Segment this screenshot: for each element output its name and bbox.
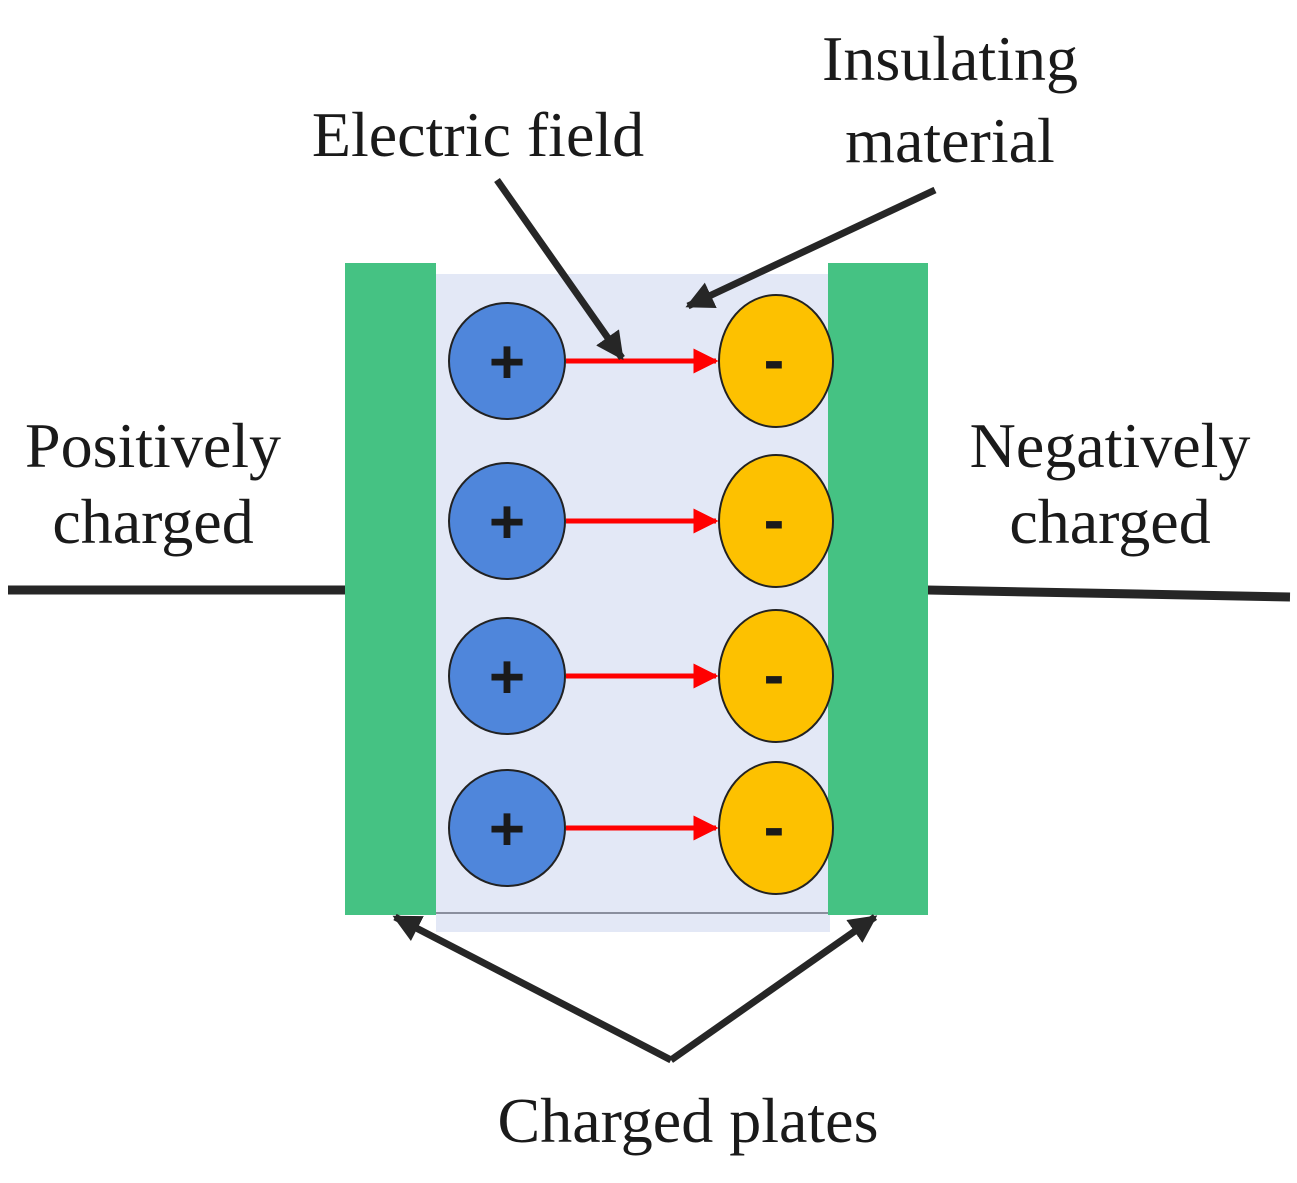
positive-sign-2: + <box>489 488 525 557</box>
charge-pairs: + - + - + - + - <box>448 294 834 895</box>
positive-plate <box>345 263 436 915</box>
negative-plate <box>828 263 928 915</box>
insulating-material-pointer <box>685 186 937 310</box>
negative-sign-2: - <box>764 486 785 555</box>
charged-plates-label: Charged plates <box>498 1085 879 1156</box>
charged-plates-pointer-right <box>668 914 878 1063</box>
negatively-charged-label-line1: Negatively <box>970 410 1251 481</box>
negative-charge-3 <box>718 609 834 743</box>
negative-charge-2 <box>718 454 834 588</box>
positively-charged-label-line2: charged <box>52 486 253 557</box>
electric-field-label: Electric field <box>312 99 644 170</box>
negative-sign-4: - <box>764 793 785 862</box>
negative-sign-1: - <box>764 326 785 395</box>
positive-sign-3: + <box>489 643 525 712</box>
positive-sign-4: + <box>489 795 525 864</box>
negative-charge-1 <box>718 294 834 428</box>
positive-sign-1: + <box>489 328 525 397</box>
insulating-material-label-line1: Insulating <box>822 23 1078 94</box>
positive-charge-3 <box>448 617 566 735</box>
positively-charged-label-line1: Positively <box>25 410 281 481</box>
negative-charge-4 <box>718 761 834 895</box>
positive-charge-2 <box>448 462 566 580</box>
insulating-material-label-line2: material <box>845 105 1055 176</box>
charged-plates-pointer-left <box>392 913 673 1064</box>
electric-field-pointer <box>494 177 625 361</box>
positive-charge-4 <box>448 769 566 887</box>
positive-charge-1 <box>448 302 566 420</box>
negative-sign-3: - <box>764 641 785 710</box>
negatively-charged-label-line2: charged <box>1009 486 1210 557</box>
right-wire <box>926 585 1291 602</box>
